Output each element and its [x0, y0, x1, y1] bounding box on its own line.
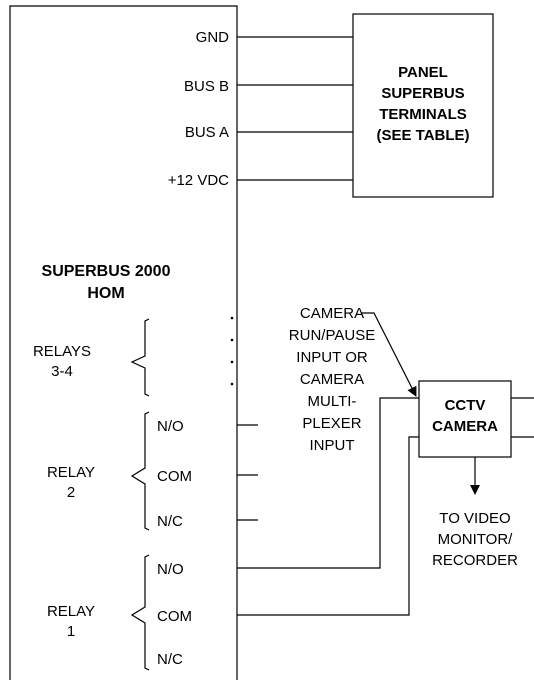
- video-output-label-line1: TO VIDEO: [439, 510, 510, 527]
- relay-2-brace: [130, 411, 150, 531]
- relay-1-com-label: COM: [157, 608, 192, 625]
- relay-3-4-terminal-dot: [230, 382, 234, 386]
- panel-label-line1: PANEL: [398, 64, 448, 81]
- hom-module-outline: [9, 5, 238, 680]
- relay-3-4-terminal-dot: [230, 338, 234, 342]
- relays-3-4-brace: [130, 318, 150, 397]
- video-output-label-line2: MONITOR/: [438, 531, 514, 548]
- camera-input-leader-arrow: [361, 312, 417, 397]
- relay-1-label-line1: RELAY: [47, 603, 95, 620]
- wire-relay-1-no: [237, 397, 419, 569]
- relay-1-brace: [130, 554, 150, 671]
- terminal-bus-b-label: BUS B: [184, 78, 229, 95]
- relays-3-4-label-line2: 3-4: [51, 363, 73, 380]
- hom-title-line1: SUPERBUS 2000: [42, 263, 171, 280]
- terminal-gnd-label: GND: [196, 29, 230, 46]
- terminal-bus-a-label: BUS A: [185, 124, 229, 141]
- cctv-camera-label-line2: CAMERA: [432, 418, 498, 435]
- panel-label-line4: (SEE TABLE): [376, 127, 469, 144]
- camera-input-note-line4: CAMERA: [300, 371, 364, 388]
- relay-2-label-line1: RELAY: [47, 464, 95, 481]
- camera-input-note-line2: RUN/PAUSE: [289, 327, 375, 344]
- camera-input-note-line6: PLEXER: [302, 415, 361, 432]
- panel-label-line3: TERMINALS: [379, 106, 467, 123]
- relay-2-no-label: N/O: [157, 418, 184, 435]
- panel-label-line2: SUPERBUS: [381, 85, 464, 102]
- wire-relay-1-com: [237, 436, 419, 616]
- relay-2-nc-label: N/C: [157, 513, 183, 530]
- cctv-camera-box: [418, 380, 512, 458]
- camera-input-note-line1: CAMERA: [300, 305, 364, 322]
- terminal-12vdc-label: +12 VDC: [168, 172, 229, 189]
- relay-2-com-label: COM: [157, 468, 192, 485]
- camera-input-note-line7: INPUT: [310, 437, 355, 454]
- cctv-camera-label-line1: CCTV: [445, 397, 486, 414]
- relay-1-no-label: N/O: [157, 561, 184, 578]
- relays-3-4-label-line1: RELAYS: [33, 343, 91, 360]
- relay-3-4-terminal-dot: [230, 316, 234, 320]
- hom-title-line2: HOM: [87, 285, 124, 302]
- camera-input-note-line5: MULTI-: [308, 393, 357, 410]
- camera-input-note-line3: INPUT OR: [296, 349, 368, 366]
- video-output-label-line3: RECORDER: [432, 552, 518, 569]
- relay-2-label-line2: 2: [67, 484, 75, 501]
- relay-3-4-terminal-dot: [230, 360, 234, 364]
- relay-1-label-line2: 1: [67, 623, 75, 640]
- panel-box: [352, 13, 494, 198]
- relay-1-nc-label: N/C: [157, 651, 183, 668]
